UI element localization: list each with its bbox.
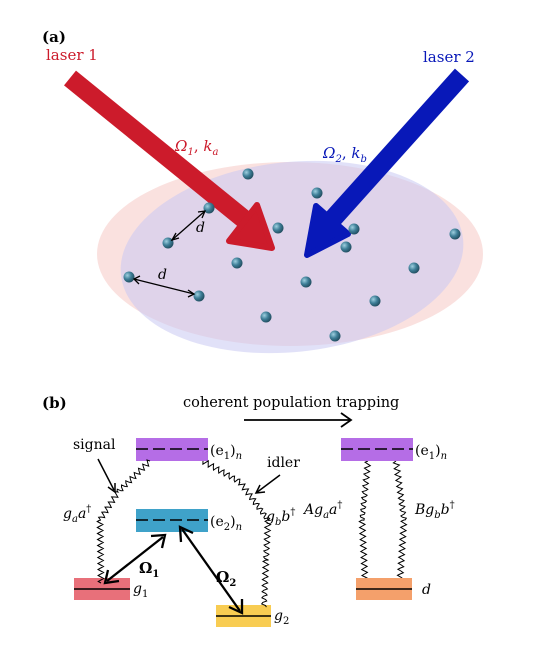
- atom: [162, 237, 174, 249]
- idler-photon-line: [202, 459, 272, 608]
- laser2-label: laser 2: [423, 48, 475, 66]
- distance-label-2: d: [158, 267, 167, 283]
- atom: [369, 295, 381, 307]
- ga-coupling-label: gaa†: [63, 504, 91, 525]
- svg-text:Ω2, kb: Ω2, kb: [322, 144, 367, 165]
- right-level-e1: [341, 438, 413, 461]
- atoms: [123, 168, 461, 342]
- omega2-kb-label: Ω2, kb: [322, 144, 367, 165]
- atom: [348, 223, 360, 235]
- level-g1: [74, 578, 130, 600]
- atom: [203, 202, 215, 214]
- laser1-label: laser 1: [46, 46, 98, 64]
- right-label-e1: (e1)n: [415, 443, 447, 462]
- atom: [272, 222, 284, 234]
- panel-b-label: (b): [42, 394, 67, 412]
- label-g2: g2: [274, 608, 289, 627]
- omega1-ka-label: Ω1, ka: [174, 137, 218, 158]
- svg-text:Ω1, ka: Ω1, ka: [174, 137, 218, 158]
- B-coupling-label: Bgbb†: [414, 500, 455, 521]
- cpt-label: coherent population trapping: [183, 395, 399, 411]
- atom: [242, 168, 254, 180]
- laser2-beam: [304, 68, 470, 258]
- atom: [408, 262, 420, 274]
- atom: [311, 187, 323, 199]
- label-d: d: [422, 582, 431, 598]
- distance-arrow-1: [170, 210, 207, 242]
- laser1-beam: [64, 70, 275, 251]
- distance-arrow-2: [132, 275, 196, 298]
- laser2-cloud: [120, 160, 464, 354]
- signal-arrow: [97, 458, 116, 494]
- Omega1-label: Ω1: [139, 559, 159, 580]
- level-g2: [216, 605, 271, 627]
- cpt-arrow: [244, 412, 353, 428]
- omega2-arrow: [178, 525, 244, 615]
- panel-a-label: (a): [42, 28, 66, 46]
- atom: [329, 330, 341, 342]
- label-e1: (e1)n: [210, 443, 242, 462]
- A-coupling-label: Agaa†: [302, 500, 342, 521]
- right-photon-line-a: [358, 460, 372, 581]
- atom: [231, 257, 243, 269]
- distance-label-1: d: [196, 220, 205, 236]
- Omega2-label: Ω2: [216, 568, 236, 589]
- gb-coupling-label: gbb†: [266, 507, 295, 528]
- atom: [123, 271, 135, 283]
- omega1-arrow: [103, 533, 167, 585]
- right-photon-line-b: [392, 460, 408, 581]
- level-e1: [136, 438, 208, 461]
- atom: [449, 228, 461, 240]
- atom: [300, 276, 312, 288]
- signal-photon-line: [96, 459, 151, 584]
- atom: [340, 241, 352, 253]
- level-e2: [136, 509, 208, 532]
- idler-label: idler: [267, 455, 300, 471]
- idler-arrow: [254, 474, 281, 494]
- atom: [193, 290, 205, 302]
- signal-label: signal: [73, 437, 116, 453]
- label-g1: g1: [133, 581, 148, 600]
- level-d: [356, 578, 412, 600]
- label-e2: (e2)n: [210, 514, 242, 533]
- atom: [260, 311, 272, 323]
